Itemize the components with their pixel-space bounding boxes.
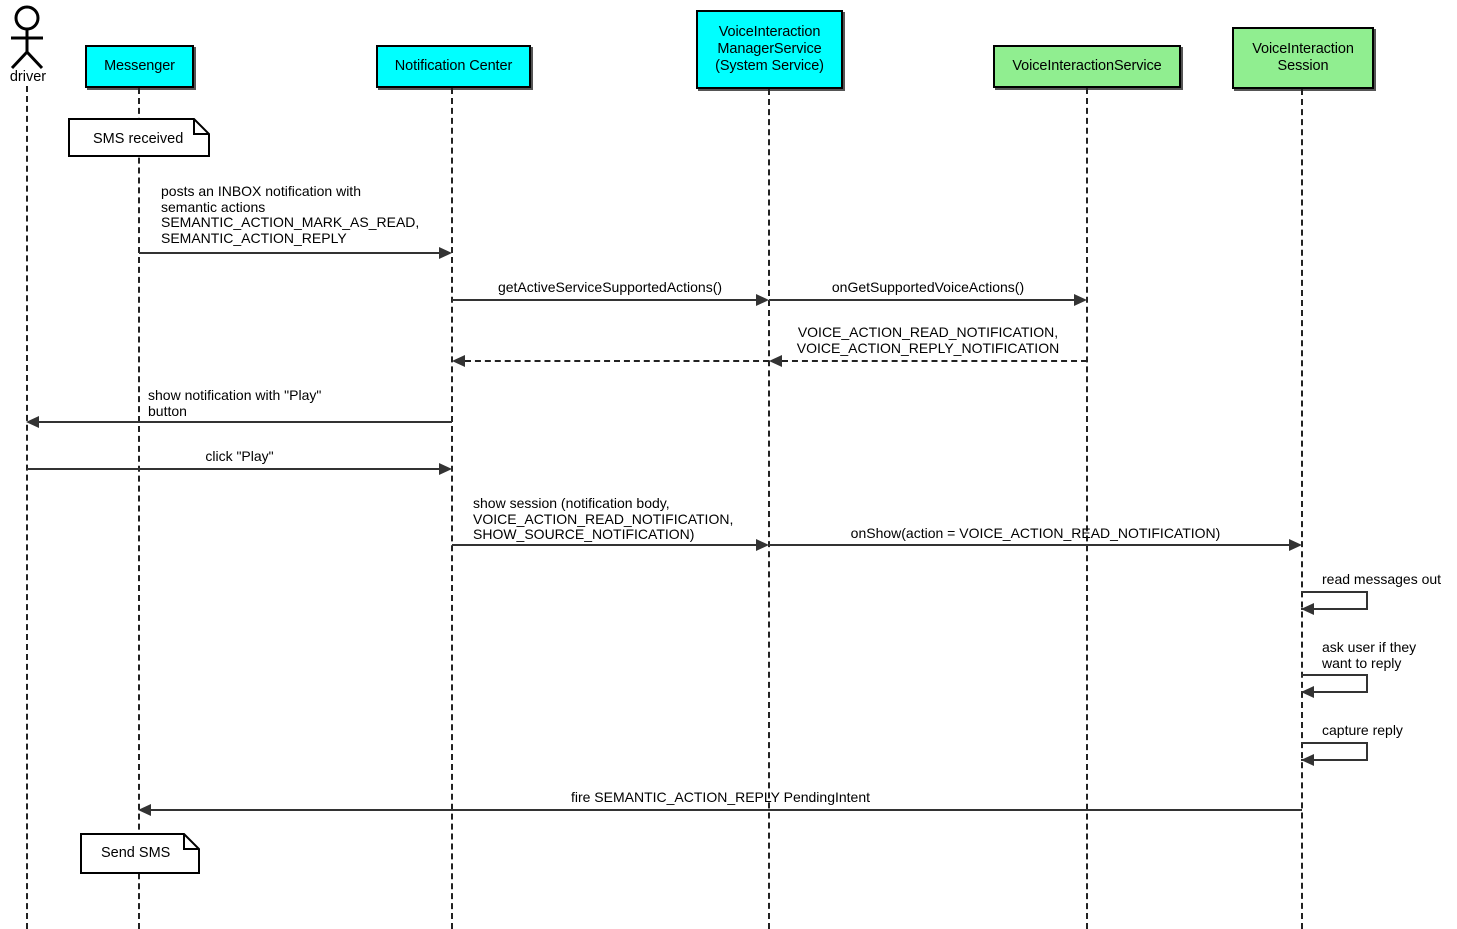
note-shape-send-sms [80, 833, 200, 874]
self-call-loop-read-messages-out [1301, 591, 1368, 610]
message-line-click-play [27, 468, 439, 470]
arrow-head-capture-reply [1301, 754, 1314, 766]
arrow-head-ask-user-if-they-want-to-reply [1301, 686, 1314, 698]
message-label-return-voice-actions: VOICE_ACTION_READ_NOTIFICATION, VOICE_AC… [796, 324, 1060, 356]
message-line-show-notification-with-play-button [39, 421, 452, 423]
message-label-on-show: onShow(action = VOICE_ACTION_READ_NOTIFI… [850, 525, 1221, 541]
arrow-head-click-play [439, 463, 452, 475]
lifeline-messenger [138, 88, 140, 929]
message-line-on-get-supported-voice-actions [769, 299, 1074, 301]
note-shape-sms-received [68, 118, 210, 157]
participant-label-voice-interaction-session: VoiceInteraction Session [1252, 41, 1354, 74]
message-line-return-voice-actions-to-notification-center [465, 360, 769, 362]
message-line-return-voice-actions-to-vims [782, 360, 1087, 362]
participant-box-voice-interaction-session[interactable]: VoiceInteraction Session [1232, 27, 1374, 89]
message-label-fire-semantic-action-reply-pending-intent: fire SEMANTIC_ACTION_REPLY PendingIntent [570, 789, 871, 805]
arrow-head-read-messages-out [1301, 603, 1314, 615]
self-call-label-ask-user-if-they-want-to-reply: ask user if they want to reply [1322, 639, 1417, 671]
participant-label-voice-interaction-manager-service: VoiceInteraction ManagerService (System … [715, 24, 824, 74]
self-call-loop-ask-user-if-they-want-to-reply [1301, 674, 1368, 693]
arrow-head-post-inbox-notification [439, 247, 452, 259]
participant-box-voice-interaction-manager-service[interactable]: VoiceInteraction ManagerService (System … [696, 10, 843, 89]
arrow-head-return-voice-actions-to-vims [769, 355, 782, 367]
participant-box-messenger[interactable]: Messenger [85, 45, 194, 88]
participant-label-notification-center: Notification Center [394, 58, 513, 74]
arrow-head-on-show [1289, 539, 1302, 551]
lifeline-voice-interaction-session [1301, 89, 1303, 929]
participant-label-messenger: Messenger [104, 58, 175, 74]
driver-actor-label: driver [9, 69, 47, 85]
arrow-head-fire-semantic-action-reply-pending-intent [138, 804, 151, 816]
lifeline-voice-interaction-manager-service [768, 89, 770, 929]
self-call-label-read-messages-out: read messages out [1322, 571, 1442, 587]
message-label-post-inbox-notification: posts an INBOX notification with semanti… [161, 183, 420, 246]
message-label-click-play: click "Play" [205, 448, 274, 464]
note-text-send-sms: Send SMS [101, 845, 171, 861]
self-call-loop-capture-reply [1301, 742, 1368, 761]
lifeline-notification-center [451, 88, 453, 929]
message-label-on-get-supported-voice-actions: onGetSupportedVoiceActions() [831, 279, 1025, 295]
message-line-get-active-service-supported-actions [452, 299, 756, 301]
participant-label-voice-interaction-service: VoiceInteractionService [1012, 58, 1162, 74]
lifeline-driver [26, 86, 28, 929]
arrow-head-show-session [756, 539, 769, 551]
message-line-on-show [769, 544, 1289, 546]
arrow-head-return-voice-actions-to-notification-center [452, 355, 465, 367]
self-call-label-capture-reply: capture reply [1322, 722, 1403, 738]
arrow-head-on-get-supported-voice-actions [1074, 294, 1087, 306]
message-label-show-notification-with-play-button: show notification with "Play" button [148, 387, 322, 419]
arrow-head-show-notification-with-play-button [26, 416, 39, 428]
participant-box-notification-center[interactable]: Notification Center [376, 45, 531, 88]
message-label-get-active-service-supported-actions: getActiveServiceSupportedActions() [497, 279, 723, 295]
message-line-show-session [452, 544, 756, 546]
message-line-fire-semantic-action-reply-pending-intent [151, 809, 1302, 811]
arrow-head-get-active-service-supported-actions [756, 294, 769, 306]
message-line-post-inbox-notification [139, 252, 439, 254]
lifeline-voice-interaction-service [1086, 88, 1088, 929]
driver-actor-icon [10, 5, 44, 70]
note-text-sms-received: SMS received [93, 131, 184, 147]
participant-box-voice-interaction-service[interactable]: VoiceInteractionService [993, 45, 1181, 88]
message-label-show-session: show session (notification body, VOICE_A… [473, 495, 734, 542]
